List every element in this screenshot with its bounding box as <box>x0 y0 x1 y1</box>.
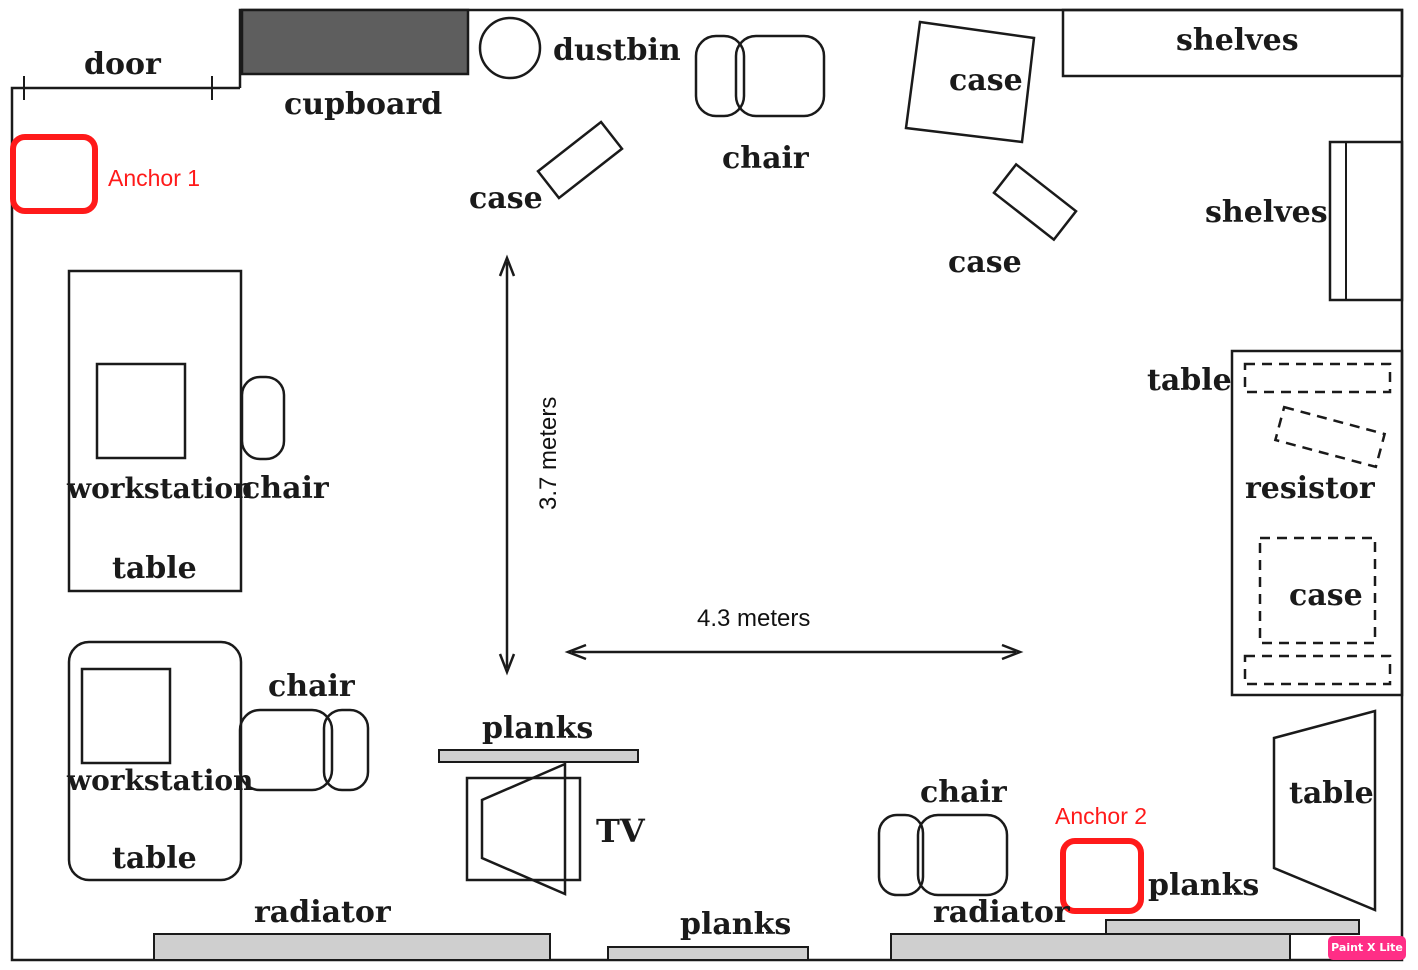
workstation-bottom-shape <box>80 667 172 765</box>
planks-center-shape <box>438 749 639 763</box>
table-right-dashed-top <box>1243 362 1392 394</box>
workstation-bottom-label: workstation <box>66 764 253 797</box>
table-left-top-shape <box>67 269 243 593</box>
table-right-dashed-bottom <box>1243 654 1392 686</box>
case-top-right-shape <box>904 20 1036 144</box>
height-arrow <box>498 254 516 676</box>
table-left-top-label: table <box>112 551 197 586</box>
shelves-top-label: shelves <box>1176 23 1299 58</box>
resistor-label: resistor <box>1245 471 1376 506</box>
table-right-shape <box>1230 349 1404 697</box>
radiator-right-shape <box>890 933 1291 961</box>
radiator-right-label: radiator <box>933 895 1071 930</box>
workstation-top-label: workstation <box>66 472 253 505</box>
case-top-center-label: case <box>469 181 543 216</box>
case-right-diamond-shape <box>992 162 1078 242</box>
tv-label: TV <box>596 812 646 850</box>
workstation-top-shape <box>95 362 187 460</box>
shelves-right-shape <box>1328 140 1404 302</box>
width-arrow <box>564 643 1024 661</box>
case-right-diamond-label: case <box>948 245 1022 280</box>
planks-right-label: planks <box>1148 868 1259 903</box>
cupboard-label: cupboard <box>284 87 442 122</box>
watermark-badge: Paint X Lite <box>1328 936 1406 960</box>
cupboard-shape <box>240 8 470 76</box>
table-left-bottom-label: table <box>112 841 197 876</box>
table-right-label: table <box>1147 363 1232 398</box>
chair-left-bottom-label: chair <box>268 669 356 704</box>
tv-shape <box>465 762 582 896</box>
door-label: door <box>84 47 162 82</box>
dustbin-label: dustbin <box>553 33 681 68</box>
height-dimension-label: 3.7 meters <box>535 397 562 510</box>
chair-left-bottom-shape <box>238 708 370 792</box>
chair-bottom-right-label: chair <box>920 775 1008 810</box>
width-dimension-label: 4.3 meters <box>697 605 810 632</box>
case-right-label: case <box>1289 578 1363 613</box>
shelves-top-shape <box>1061 8 1404 78</box>
case-right-shape <box>1258 536 1377 645</box>
chair-bottom-right-shape <box>877 813 1009 897</box>
shelves-right-label: shelves <box>1205 195 1328 230</box>
planks-bottom-label: planks <box>680 907 791 942</box>
case-top-center-shape <box>536 120 624 200</box>
table-bottom-right-shape <box>1272 709 1377 912</box>
anchor1-label: Anchor 1 <box>108 165 200 191</box>
chair-left-top-shape <box>240 375 286 461</box>
resistor-shape <box>1273 405 1387 469</box>
radiator-left-label: radiator <box>254 895 392 930</box>
planks-bottom-shape <box>607 946 809 961</box>
dustbin-shape <box>478 16 542 80</box>
chair-left-top-label: chair <box>242 471 330 506</box>
table-bottom-right-label: table <box>1289 776 1374 811</box>
anchor2-label: Anchor 2 <box>1055 803 1147 829</box>
anchor1-box <box>10 134 98 214</box>
room-walls <box>10 8 1404 962</box>
case-top-right-label: case <box>949 63 1023 98</box>
chair-top-shape <box>694 34 826 118</box>
chair-top-label: chair <box>722 141 810 176</box>
planks-right-shape <box>1105 919 1360 935</box>
anchor2-box <box>1060 838 1144 914</box>
planks-center-label: planks <box>482 711 593 746</box>
radiator-left-shape <box>153 933 551 961</box>
